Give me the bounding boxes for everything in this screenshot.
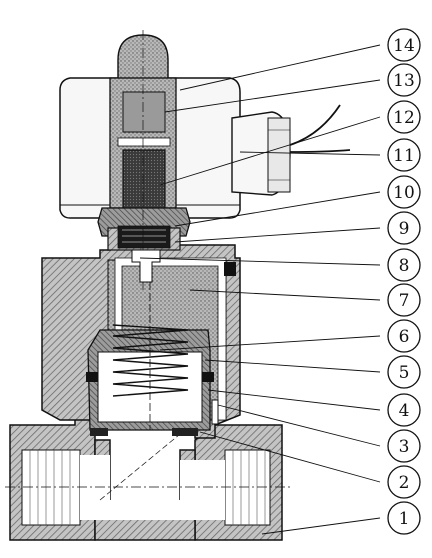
- callout-11: 11: [387, 138, 421, 172]
- callout-group: 14 13 12 11 10 9 8 7: [387, 28, 421, 535]
- leader-lines: [139, 44, 381, 535]
- callout-12: 12: [387, 100, 421, 134]
- svg-text:14: 14: [393, 36, 415, 56]
- callout-6: 6: [387, 319, 421, 353]
- svg-text:4: 4: [399, 401, 410, 421]
- svg-text:8: 8: [399, 256, 410, 276]
- callout-3: 3: [387, 429, 421, 463]
- solenoid-coil: [59, 77, 351, 219]
- callout-13: 13: [387, 63, 421, 97]
- svg-text:2: 2: [399, 473, 410, 493]
- svg-text:5: 5: [399, 363, 410, 383]
- callout-1: 1: [387, 501, 421, 535]
- callout-8: 8: [387, 248, 421, 282]
- svg-text:7: 7: [399, 291, 410, 311]
- spring: [112, 324, 189, 397]
- callout-14: 14: [387, 28, 421, 62]
- callout-4: 4: [387, 393, 421, 427]
- svg-text:9: 9: [399, 219, 410, 239]
- callout-2: 2: [387, 465, 421, 499]
- armature-tube: [97, 30, 191, 290]
- piston-assembly: [86, 260, 219, 436]
- callout-9: 9: [387, 211, 421, 245]
- svg-text:3: 3: [399, 437, 410, 457]
- callout-10: 10: [387, 175, 421, 209]
- svg-text:6: 6: [399, 327, 410, 347]
- valve-body: [5, 414, 290, 541]
- callout-7: 7: [387, 283, 421, 317]
- svg-text:11: 11: [393, 146, 415, 166]
- callout-5: 5: [387, 355, 421, 389]
- svg-text:12: 12: [393, 108, 415, 128]
- svg-text:13: 13: [393, 71, 415, 91]
- plunger: [122, 149, 166, 219]
- svg-text:10: 10: [393, 183, 415, 203]
- svg-text:1: 1: [399, 509, 410, 529]
